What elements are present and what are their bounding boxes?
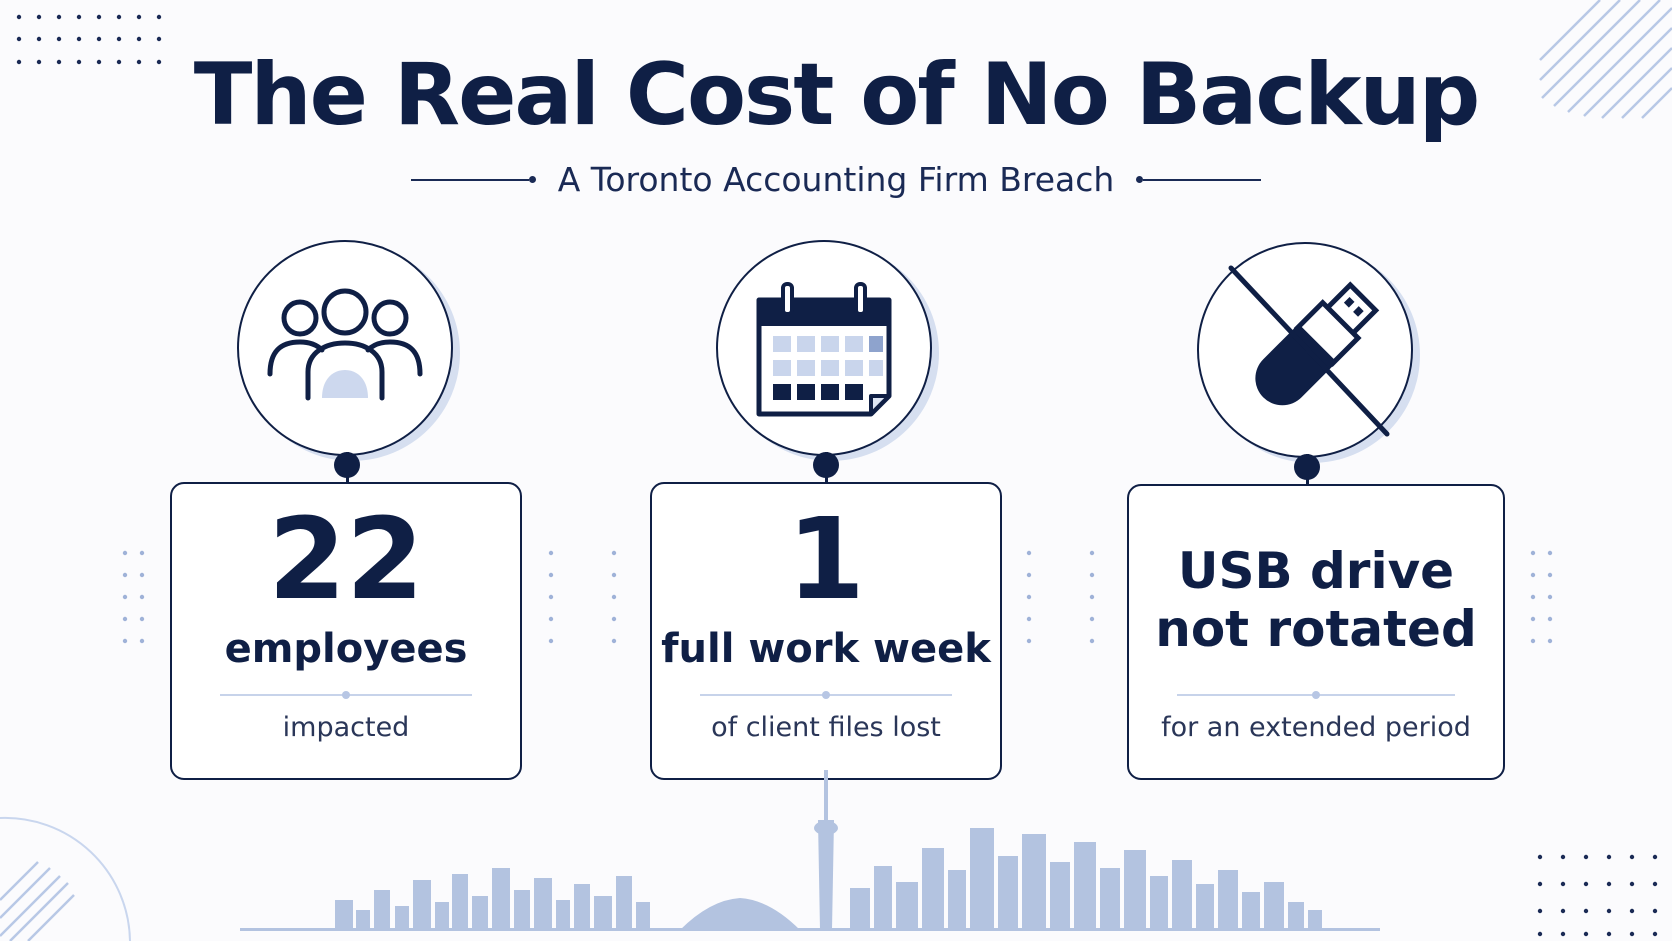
stat-caption: impacted (282, 712, 410, 743)
dot-grid-decoration (1537, 854, 1658, 937)
dot-column-decoration (122, 550, 145, 644)
dot-column-decoration (548, 550, 617, 644)
stat-value: 22 (268, 495, 424, 625)
subtitle: A Toronto Accounting Firm Breach (557, 160, 1115, 199)
dot-grid-decoration (16, 14, 162, 65)
dot-column-decoration (1026, 550, 1095, 644)
calendar-icon-circle (716, 240, 932, 456)
stat-label: employees (224, 626, 468, 672)
stat-caption: for an extended period (1161, 712, 1471, 743)
stat-headline-line1: USB drive (1177, 542, 1455, 600)
subtitle-rule-left (410, 176, 536, 183)
stat-card-usb: USB drive not rotated for an extended pe… (1127, 484, 1505, 780)
usb-drive-crossed-icon (1228, 265, 1390, 437)
usb-icon-circle (1197, 242, 1413, 458)
stat-caption: of client files lost (711, 712, 941, 743)
subtitle-rule-right (1136, 176, 1262, 183)
arc-decoration (0, 816, 131, 941)
connector-node (1294, 454, 1320, 480)
stat-label: full work week (661, 626, 991, 672)
stripe-decoration (1539, 0, 1672, 119)
card-separator (220, 691, 472, 699)
subtitle-row: A Toronto Accounting Firm Breach (0, 160, 1672, 199)
stat-value: 1 (787, 495, 865, 625)
card-separator (1177, 691, 1455, 699)
stat-card-work-week: 1 full work week of client files lost (650, 482, 1002, 780)
stat-card-employees: 22 employees impacted (170, 482, 522, 780)
people-group-icon (267, 288, 423, 401)
toronto-skyline-illustration (240, 770, 1380, 931)
connector-node (334, 452, 360, 478)
connector-node (813, 452, 839, 478)
people-icon-circle (237, 240, 453, 456)
card-separator (700, 691, 952, 699)
dot-column-decoration (1530, 550, 1553, 644)
page-title: The Real Cost of No Backup (193, 45, 1481, 145)
calendar-icon (756, 282, 892, 417)
stat-headline-line2: not rotated (1155, 600, 1477, 658)
